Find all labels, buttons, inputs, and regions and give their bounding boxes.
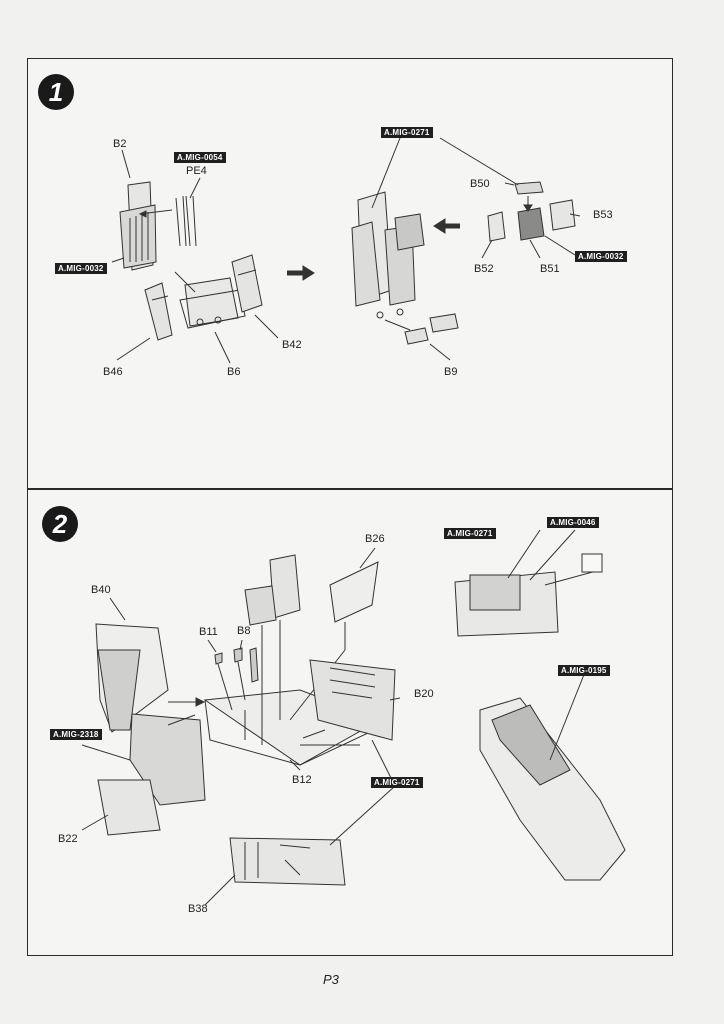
step-1-badge: 1 (38, 74, 74, 110)
b40-panel-drawing (95, 623, 169, 733)
seat-back-b2-drawing (119, 181, 157, 271)
step-2-badge: 2 (42, 506, 78, 542)
assembled-seat-drawing (351, 191, 425, 319)
part-label: B50 (470, 178, 490, 190)
console-inset-drawing (454, 529, 603, 637)
part-label: B9 (444, 366, 458, 378)
paint-tag: A.MIG-0271 (444, 528, 496, 539)
paint-tag: A.MIG-0032 (55, 263, 107, 274)
part-label: B22 (58, 833, 78, 845)
paint-tag: A.MIG-0054 (174, 152, 226, 163)
small-parts-drawing (214, 647, 259, 711)
part-label: PE4 (186, 165, 207, 177)
part-label: B38 (188, 903, 208, 915)
side-b46-drawing (144, 282, 173, 341)
side-b42-drawing (231, 254, 263, 313)
b22-panel-drawing (97, 713, 206, 836)
part-label: B40 (91, 584, 111, 596)
seat-step2-drawing (244, 554, 301, 742)
paint-tag: A.MIG-0032 (575, 251, 627, 262)
pe4-belts-drawing (175, 195, 197, 247)
paint-tag: A.MIG-0046 (547, 517, 599, 528)
paint-tag: A.MIG-2318 (50, 729, 102, 740)
part-label: B42 (282, 339, 302, 351)
part-label: B6 (227, 366, 241, 378)
part-label: B2 (113, 138, 127, 150)
seat-pan-b6-drawing (179, 277, 246, 329)
page-number: P3 (323, 972, 339, 987)
paint-tag: A.MIG-0195 (558, 665, 610, 676)
part-label: B20 (414, 688, 434, 700)
part-label: B8 (237, 625, 251, 637)
b9-rails-drawing (384, 313, 459, 345)
part-label: B46 (103, 366, 123, 378)
part-label: B53 (593, 209, 613, 221)
fuselage-cockpit-drawing (479, 671, 626, 881)
step-divider (27, 488, 673, 490)
headrest-parts-drawing (487, 181, 576, 242)
part-label: B11 (199, 626, 218, 638)
part-label: B51 (540, 263, 560, 275)
b20-console-drawing (309, 659, 396, 741)
part-label: B12 (292, 774, 312, 786)
paint-tag: A.MIG-0271 (381, 127, 433, 138)
b38-panel-drawing (229, 837, 346, 886)
paint-tag: A.MIG-0271 (371, 777, 423, 788)
part-label: B52 (474, 263, 494, 275)
part-label: B26 (365, 533, 385, 545)
